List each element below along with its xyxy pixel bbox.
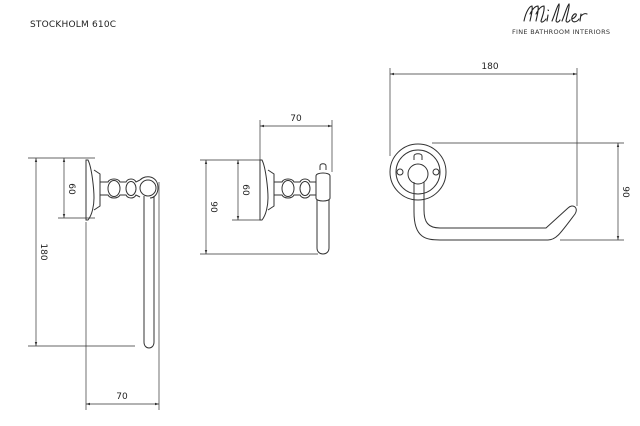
- front-base-height-dim: 60: [66, 183, 76, 195]
- top-width-dim: 180: [481, 62, 498, 72]
- front-view: [85, 159, 159, 349]
- front-width-dim: 70: [116, 392, 128, 402]
- side-view: [259, 159, 331, 255]
- side-height-dim: 90: [208, 201, 218, 213]
- top-height-dim: 90: [620, 186, 630, 198]
- top-view: [389, 143, 577, 241]
- top-dimensions: [389, 68, 624, 241]
- brand-logo: [523, 3, 588, 23]
- front-height-dim: 180: [38, 243, 48, 260]
- front-dimensions: [28, 157, 160, 410]
- side-dimensions: [200, 120, 333, 255]
- side-base-height-dim: 60: [240, 184, 250, 196]
- side-depth-dim: 70: [290, 114, 302, 124]
- document-title: STOCKHOLM 610C: [30, 20, 117, 30]
- brand-tagline: FINE BATHROOM INTERIORS: [512, 28, 611, 36]
